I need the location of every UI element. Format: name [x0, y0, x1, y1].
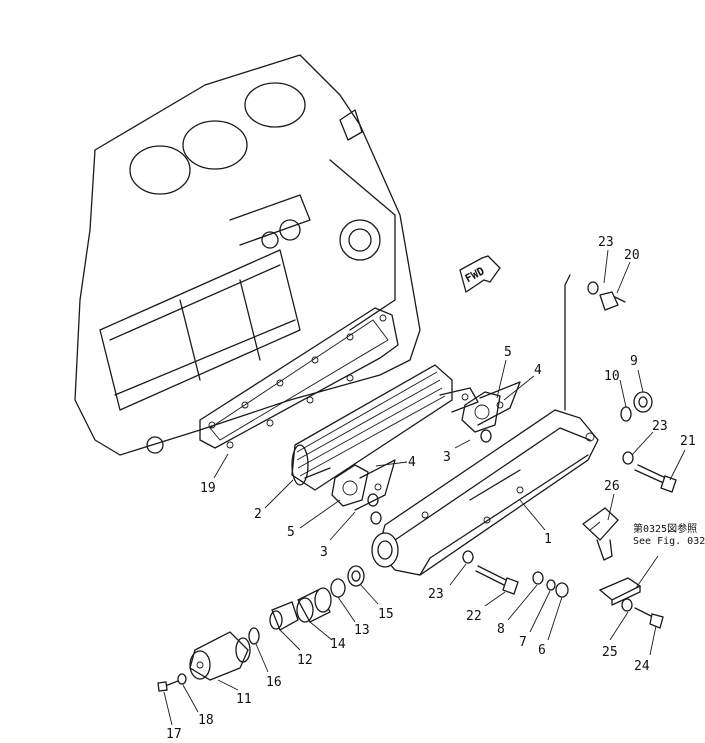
- part-20-bolt: [599, 291, 626, 311]
- fwd-arrow-icon: FWD: [459, 255, 501, 294]
- part-23-washer-top: [587, 281, 599, 295]
- callout-15: 15: [378, 607, 394, 622]
- callout-6: 6: [538, 643, 546, 658]
- callout-2: 2: [254, 507, 262, 522]
- callout-12: 12: [297, 653, 313, 668]
- callout-3-upper: 3: [443, 450, 451, 465]
- callout-24: 24: [634, 659, 650, 674]
- callout-8: 8: [497, 622, 505, 637]
- part-bracket: [598, 577, 642, 606]
- part-12-valve: [269, 601, 299, 631]
- callout-5-lower: 5: [287, 525, 295, 540]
- callout-5-upper: 5: [504, 345, 512, 360]
- part-9-plug: [633, 391, 653, 413]
- callout-23-low: 23: [428, 587, 444, 602]
- callout-20: 20: [624, 248, 640, 263]
- callout-4-lower: 4: [408, 455, 416, 470]
- callout-labels: 1 2 3 3 4 4 5 5 6 7 8 9 10 11 12 13 14 1…: [166, 235, 696, 742]
- callout-14: 14: [330, 637, 346, 652]
- callout-11: 11: [236, 692, 252, 707]
- parts-3-4-5-upper: [461, 381, 521, 443]
- part-1-cooler-cover: [371, 274, 599, 576]
- callout-4-upper: 4: [534, 363, 542, 378]
- callout-3-lower: 3: [320, 545, 328, 560]
- callout-18: 18: [198, 713, 214, 728]
- callout-23-top: 23: [598, 235, 614, 250]
- part-23-washer-mid: [622, 451, 634, 465]
- reference-note-en: See Fig. 0325: [633, 536, 705, 547]
- part-2-cooler-core: [291, 364, 479, 491]
- reference-note: 第0325図参照 See Fig. 0325: [633, 522, 705, 547]
- parts-3-4-5-lower: [331, 459, 396, 525]
- part-19-gasket: [199, 307, 399, 449]
- part-13-ring: [330, 578, 346, 598]
- part-15-seal: [347, 565, 365, 587]
- callout-22: 22: [466, 609, 482, 624]
- part-11-housing: [189, 631, 251, 681]
- part-18-washer: [177, 673, 187, 685]
- callout-25: 25: [602, 645, 618, 660]
- part-25-washer: [621, 598, 633, 612]
- leader-lines: [163, 249, 686, 726]
- callout-16: 16: [266, 675, 282, 690]
- part-26-elbow-fitting: [581, 507, 619, 561]
- callout-13: 13: [354, 623, 370, 638]
- callout-17: 17: [166, 727, 182, 742]
- callout-9: 9: [630, 354, 638, 369]
- part-21-bolt: [634, 464, 677, 493]
- callout-7: 7: [519, 635, 527, 650]
- callout-26: 26: [604, 479, 620, 494]
- part-23-washer-low: [462, 550, 474, 564]
- callout-23-mid: 23: [652, 419, 668, 434]
- part-7-washer: [546, 579, 556, 591]
- callout-21: 21: [680, 434, 696, 449]
- part-8-washer: [532, 571, 544, 585]
- callout-1: 1: [544, 532, 552, 547]
- part-22-bolt: [475, 565, 519, 595]
- part-10-oring: [620, 406, 632, 422]
- callout-10: 10: [604, 369, 620, 384]
- engine-block: [74, 54, 421, 456]
- part-24-bolt: [634, 607, 664, 629]
- part-16-oring: [248, 627, 260, 645]
- callout-19: 19: [200, 481, 216, 496]
- part-17-bolt: [157, 680, 179, 692]
- part-6-nut: [555, 582, 569, 598]
- reference-note-jp: 第0325図参照: [633, 522, 697, 535]
- part-14-thermostat: [296, 587, 332, 623]
